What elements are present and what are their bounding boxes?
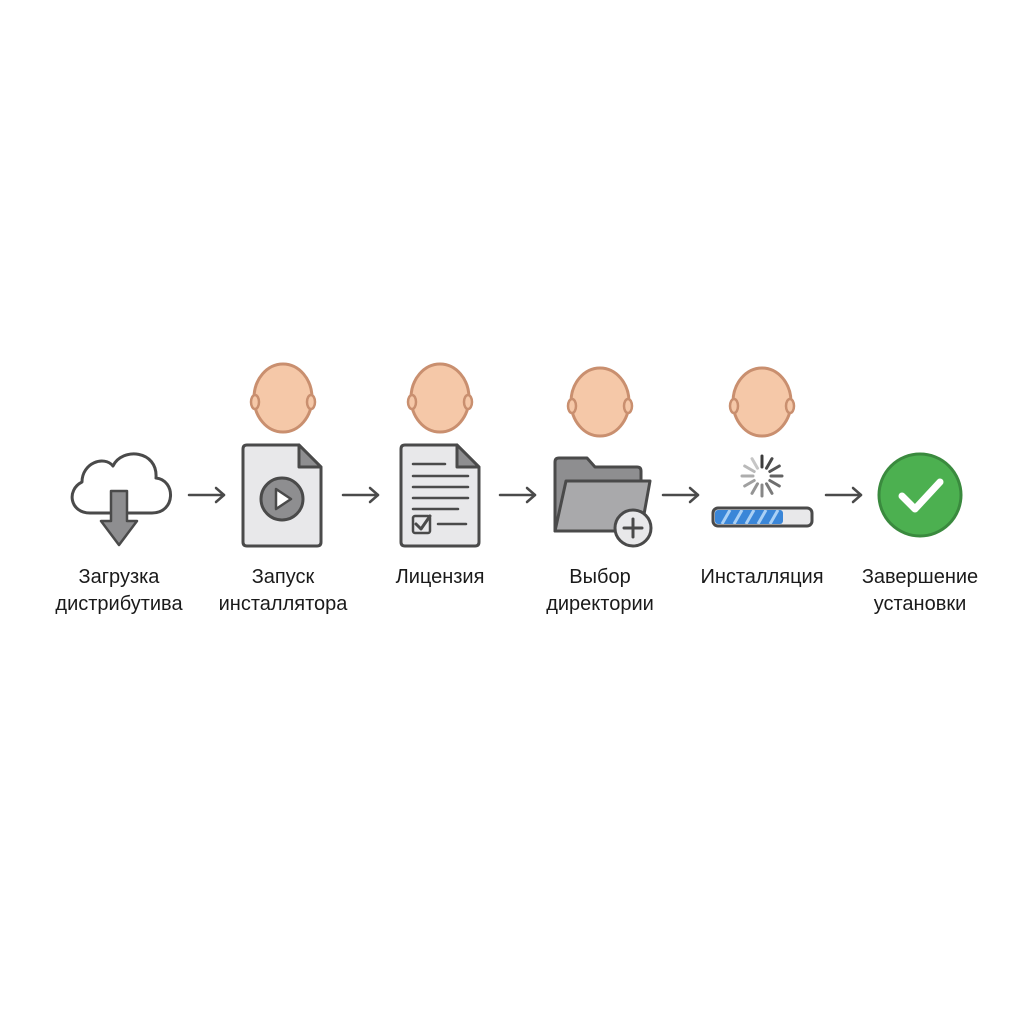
spinner-tick (743, 479, 756, 488)
user-head-icon (728, 366, 796, 438)
user-head-icon (566, 366, 634, 438)
license-document-icon (399, 443, 481, 548)
loading-spinner-icon (740, 454, 784, 498)
spinner-tick (765, 457, 774, 470)
spinner-tick (743, 464, 756, 473)
step-label-finish: Завершение установки (861, 566, 979, 615)
spinner-tick (768, 479, 781, 488)
flow-arrow (187, 486, 226, 504)
spinner-tick (750, 482, 759, 495)
step-label-launch-installer: Запуск инсталлятора (218, 566, 348, 615)
flow-arrow (341, 486, 380, 504)
spinner-tick (768, 464, 781, 473)
cloud-download-icon (70, 452, 172, 547)
installer-file-icon (241, 443, 323, 548)
spinner-tick (750, 457, 759, 470)
step-label-license: Лицензия (395, 566, 485, 588)
spinner-tick (765, 482, 774, 495)
flow-arrow (661, 486, 700, 504)
folder-add-icon (553, 456, 653, 548)
flow-arrow (498, 486, 537, 504)
user-head-icon (249, 362, 317, 434)
check-circle-icon (877, 452, 963, 538)
progress-bar (711, 506, 814, 528)
step-label-download: Загрузка дистрибутива (55, 566, 183, 615)
step-label-installation: Инсталляция (700, 566, 824, 588)
flow-arrow (824, 486, 863, 504)
user-head-icon (406, 362, 474, 434)
step-label-choose-directory: Выбор директории (546, 566, 654, 615)
